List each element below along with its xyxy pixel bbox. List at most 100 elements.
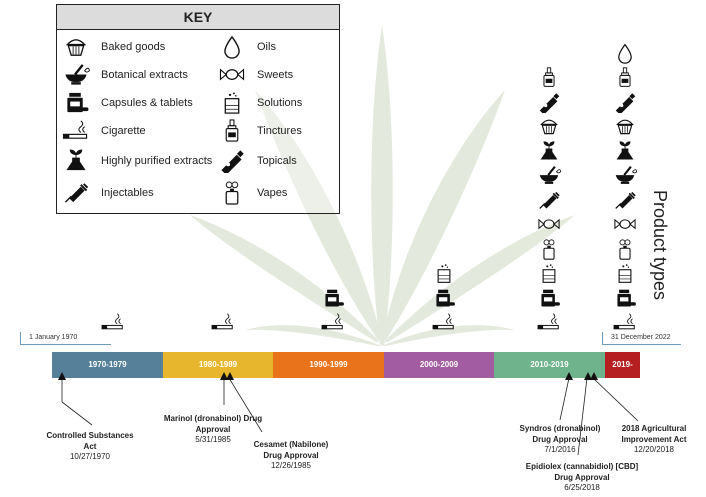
pill-bottle-icon xyxy=(436,289,455,306)
syringe-icon xyxy=(64,183,89,203)
droplet-icon xyxy=(618,43,632,64)
cigarette-icon xyxy=(432,313,454,330)
tube-icon xyxy=(615,92,636,115)
product-icon xyxy=(612,92,636,115)
tube-icon xyxy=(539,92,560,115)
key-item: Cigarette xyxy=(61,118,146,144)
key-title: KEY xyxy=(57,5,339,30)
product-icon xyxy=(431,263,453,283)
product-icon xyxy=(536,288,560,306)
dropper-bottle-icon xyxy=(225,119,239,142)
product-icon xyxy=(612,263,634,283)
product-icon xyxy=(320,288,344,306)
pill-bottle-icon xyxy=(617,289,636,306)
event-title: Syndros (dronabinol) Drug Approval xyxy=(519,424,601,444)
connector-farm-bill xyxy=(592,377,639,422)
product-icon xyxy=(536,165,562,184)
dropper-bottle-icon xyxy=(619,67,631,87)
mortar-pestle-icon xyxy=(539,166,562,184)
muffin-icon xyxy=(65,39,87,56)
pill-bottle-icon xyxy=(67,92,89,113)
cigarette-icon xyxy=(101,313,123,330)
connector-csa xyxy=(61,378,93,426)
key-item: Capsules & tablets xyxy=(61,90,193,116)
muffin-icon xyxy=(540,119,558,135)
event-marker-farm-bill xyxy=(590,372,598,380)
connector-syndros xyxy=(559,377,570,421)
key-item-label: Solutions xyxy=(257,97,303,109)
cigarette-icon xyxy=(62,120,88,139)
event-marker-epidiolex xyxy=(584,372,592,380)
product-icon xyxy=(612,190,636,209)
event-marker-marinol xyxy=(220,372,228,380)
event-date: 12/26/1985 xyxy=(270,461,312,470)
key-item-label: Highly purified extracts xyxy=(101,155,213,167)
beaker-icon xyxy=(224,92,240,114)
end-date-label: 31 December 2022 xyxy=(602,332,681,345)
product-icon xyxy=(536,140,558,159)
key-item-label: Vapes xyxy=(257,187,288,199)
key-item: Baked goods xyxy=(61,34,165,60)
product-icon xyxy=(536,263,558,283)
key-item-label: Baked goods xyxy=(101,41,166,53)
event-marker-csa xyxy=(58,372,66,380)
key-item-label: Injectables xyxy=(101,187,154,199)
beaker-icon xyxy=(542,264,556,283)
product-icon xyxy=(612,165,638,184)
product-icon xyxy=(100,312,123,330)
product-icon xyxy=(431,288,455,306)
connector-cesamet xyxy=(228,377,263,433)
event-title: Marinol (dronabinol) Drug Approval xyxy=(163,414,263,434)
event-epidiolex: Epidiolex (cannabidiol) [CBD] Drug Appro… xyxy=(522,462,642,494)
timeline-segment: 2000-2009 xyxy=(384,352,494,378)
product-icon xyxy=(612,67,634,87)
product-icon xyxy=(536,92,560,115)
pill-bottle-icon xyxy=(325,289,344,306)
product-icon xyxy=(612,288,636,306)
key-item: Highly purified extracts xyxy=(61,148,212,174)
event-title: Controlled Substances Act xyxy=(46,431,134,451)
beaker-icon xyxy=(437,264,451,283)
product-icon xyxy=(536,190,560,209)
tube-icon xyxy=(221,150,244,173)
event-title: Cesamet (Nabilone) Drug Approval xyxy=(253,440,329,460)
candy-icon xyxy=(219,68,245,81)
key-item-label: Tinctures xyxy=(257,125,302,137)
product-icon xyxy=(536,238,558,260)
event-title: 2018 Agricultural Improvement Act xyxy=(621,424,687,444)
flask-plant-icon xyxy=(66,149,86,171)
product-icon xyxy=(612,116,634,135)
dropper-bottle-icon xyxy=(543,67,555,87)
event-date: 5/31/1985 xyxy=(195,435,231,444)
vape-icon xyxy=(543,238,555,260)
mortar-pestle-icon xyxy=(615,166,638,184)
key-item: Topicals xyxy=(217,148,297,174)
product-icon xyxy=(612,214,636,232)
key-item: Sweets xyxy=(217,62,293,88)
product-icon xyxy=(536,116,558,135)
vape-icon xyxy=(619,238,631,260)
cigarette-icon xyxy=(537,313,559,330)
syringe-icon xyxy=(539,191,560,209)
product-icon xyxy=(612,238,634,260)
mortar-pestle-icon xyxy=(65,64,90,85)
flask-plant-icon xyxy=(616,140,634,159)
event-marker-syndros xyxy=(565,372,573,380)
connector-epidiolex xyxy=(577,377,588,456)
key-item-label: Topicals xyxy=(257,155,297,167)
key-item-label: Sweets xyxy=(257,69,294,81)
key-item: Injectables xyxy=(61,180,154,206)
cigarette-icon xyxy=(321,313,343,330)
key-item-label: Oils xyxy=(257,41,276,53)
key-item-label: Botanical extracts xyxy=(101,69,188,81)
product-icon xyxy=(320,312,343,330)
vape-icon xyxy=(225,181,239,205)
candy-icon xyxy=(614,218,636,230)
product-icon xyxy=(536,67,558,87)
key-item-label: Cigarette xyxy=(101,125,146,137)
flask-plant-icon xyxy=(540,140,558,159)
timeline-segment: 2019-2022 xyxy=(605,352,640,395)
